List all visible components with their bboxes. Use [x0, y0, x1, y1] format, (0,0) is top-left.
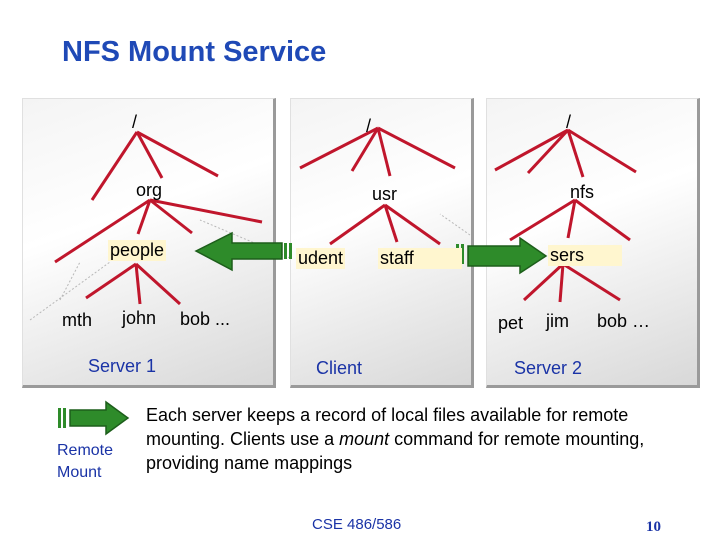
description-text: Each server keeps a record of local file… — [146, 403, 646, 475]
footer-course: CSE 486/586 — [312, 516, 402, 533]
server2-bob-label: bob … — [597, 311, 651, 331]
slide-title: NFS Mount Service — [62, 36, 327, 68]
description-emphasis: mount — [339, 429, 390, 449]
server2-root-label: / — [566, 112, 572, 132]
legend-arrow — [58, 400, 130, 436]
server2-users-label: sers — [548, 245, 622, 266]
server1-people-label: people — [108, 240, 167, 261]
legend-label: Remote Mount — [57, 440, 113, 484]
client-usr-label: usr — [372, 184, 398, 204]
description-part2: command for remote mounting, providing n… — [146, 429, 645, 473]
remote-mount-arrow-right — [456, 236, 548, 275]
description-part1: Each server keeps a record of local file… — [146, 405, 629, 449]
server1-org-label: org — [136, 180, 163, 200]
client-students-label: udent — [296, 248, 346, 269]
server2-nfs-label: nfs — [570, 182, 595, 202]
client-staff-label: staff — [378, 248, 462, 269]
remote-mount-arrow-left — [194, 231, 292, 272]
client-caption: Client — [316, 358, 363, 378]
server2-jim-label: jim — [546, 311, 569, 331]
legend-line2: Mount — [57, 464, 102, 481]
server2-pet-label: pet — [498, 313, 524, 333]
server1-caption: Server 1 — [88, 356, 157, 376]
server1-john-label: john — [122, 308, 157, 328]
server2-caption: Server 2 — [514, 358, 583, 378]
server1-root-label: / — [132, 112, 138, 132]
page-number: 10 — [646, 519, 661, 535]
server1-mth-label: mth — [62, 310, 93, 330]
server1-bob-label: bob ... — [180, 309, 231, 329]
legend-line1: Remote — [57, 442, 114, 459]
client-root-label: / — [366, 116, 372, 136]
